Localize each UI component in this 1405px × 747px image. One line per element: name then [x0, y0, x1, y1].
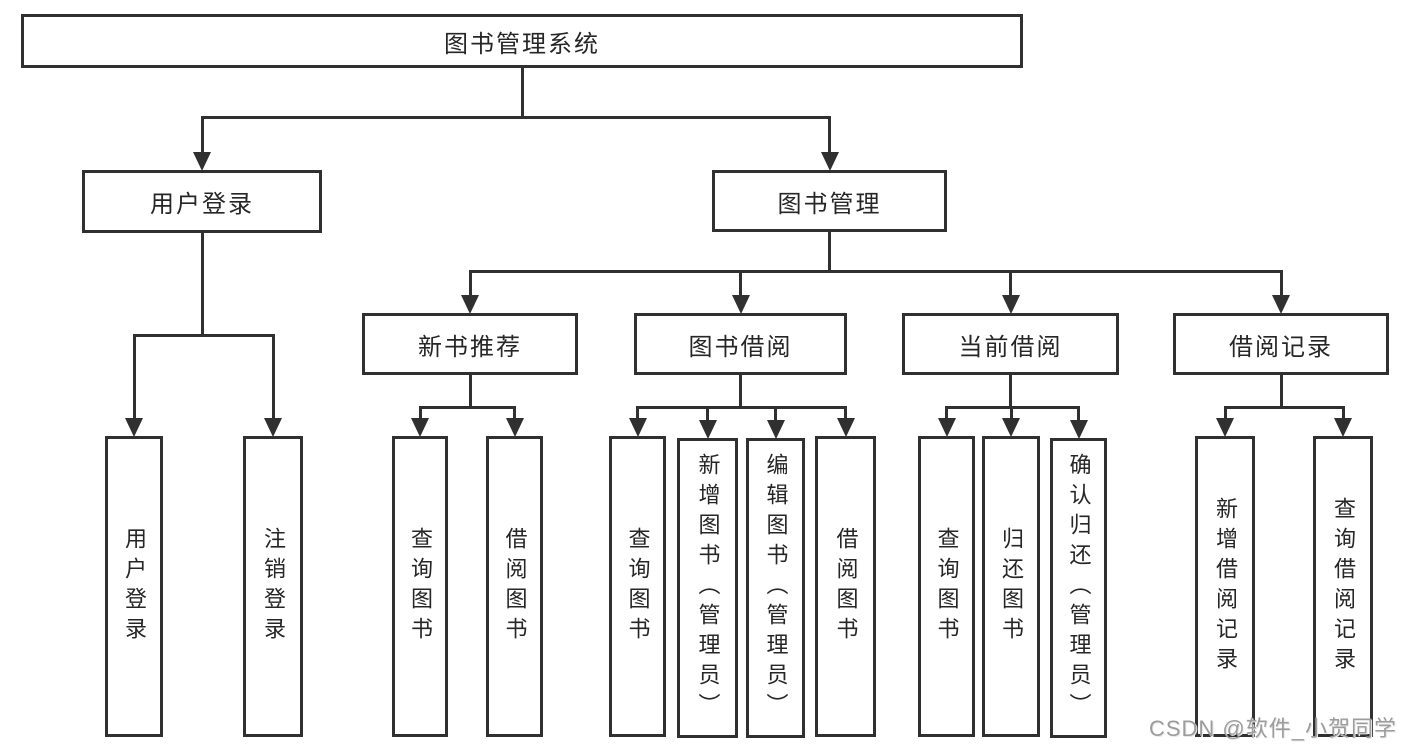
connector-segment — [706, 407, 709, 423]
node-leaf-edit-book: 编辑图书（管理员） — [746, 438, 805, 738]
node-book-management: 图书管理 — [712, 170, 947, 232]
connector-segment — [200, 233, 204, 337]
node-leaf-borrow-book-1: 借阅图书 — [486, 436, 543, 737]
node-label: 查询图书 — [625, 526, 651, 647]
node-new-book-recommend: 新书推荐 — [362, 313, 578, 375]
connector-segment — [828, 232, 831, 273]
arrowhead-down-icon — [628, 418, 647, 437]
node-leaf-add-book: 新增图书（管理员） — [677, 438, 738, 738]
connector-segment — [271, 335, 275, 421]
node-label: 归还图书 — [999, 526, 1024, 647]
node-leaf-query-book-2: 查询图书 — [609, 436, 666, 737]
arrowhead-down-icon — [193, 152, 211, 171]
connector-segment — [828, 117, 831, 155]
connector-segment — [844, 407, 847, 421]
node-label: 确认归还（管理员） — [1066, 453, 1092, 723]
arrowhead-down-icon — [766, 420, 785, 439]
connector-segment — [1279, 375, 1283, 409]
connector-segment — [418, 405, 516, 409]
arrowhead-down-icon — [461, 295, 479, 314]
arrowhead-down-icon — [1001, 295, 1020, 314]
node-label: 图书管理 — [777, 190, 882, 218]
connector-segment — [945, 405, 1080, 409]
node-user-login: 用户登录 — [82, 170, 322, 233]
arrowhead-down-icon — [505, 418, 524, 437]
connector-segment — [468, 375, 472, 409]
node-leaf-logout: 注销登录 — [243, 436, 303, 737]
connector-segment — [1279, 271, 1283, 298]
connector-segment — [200, 117, 204, 155]
arrowhead-down-icon — [1002, 418, 1020, 437]
arrowhead-down-icon — [698, 420, 717, 439]
arrowhead-down-icon — [1334, 418, 1352, 437]
node-label: 借阅图书 — [833, 526, 859, 647]
node-label: 查询图书 — [934, 526, 960, 647]
connector-segment — [636, 407, 639, 421]
arrowhead-down-icon — [1216, 418, 1234, 437]
node-label: 查询借阅记录 — [1331, 496, 1356, 677]
node-leaf-return-book: 归还图书 — [982, 436, 1040, 737]
connector-segment — [945, 407, 948, 421]
connector-segment — [418, 407, 422, 421]
connector-segment — [468, 269, 1283, 273]
node-leaf-confirm-return: 确认归还（管理员） — [1050, 438, 1107, 738]
node-label: 新增图书（管理员） — [695, 453, 721, 723]
connector-segment — [1009, 375, 1012, 409]
connector-segment — [132, 333, 275, 337]
connector-segment — [739, 271, 742, 298]
connector-segment — [636, 405, 847, 409]
node-label: 用户登录 — [150, 191, 254, 218]
connector-segment — [1009, 407, 1013, 421]
node-label: 查询图书 — [408, 526, 433, 647]
node-label: 借阅记录 — [1229, 333, 1333, 361]
arrowhead-down-icon — [1069, 420, 1088, 439]
arrowhead-down-icon — [820, 152, 839, 171]
node-borrow-records: 借阅记录 — [1173, 313, 1389, 375]
node-label: 注销登录 — [261, 526, 286, 647]
csdn-watermark: CSDN @软件_小贺同学 — [1148, 716, 1397, 741]
node-current-borrow: 当前借阅 — [902, 313, 1119, 375]
connector-segment — [132, 335, 136, 421]
connector-segment — [1223, 405, 1345, 409]
node-leaf-query-book-3: 查询图书 — [918, 436, 975, 737]
node-leaf-user-login: 用户登录 — [105, 436, 163, 737]
connector-segment — [1009, 271, 1012, 298]
node-leaf-query-borrow-record: 查询借阅记录 — [1313, 436, 1373, 737]
connector-segment — [1077, 407, 1080, 423]
connector-segment — [468, 271, 472, 298]
connector-segment — [520, 68, 524, 119]
connector-segment — [1223, 407, 1227, 421]
connector-segment — [200, 115, 831, 119]
connector-segment — [774, 407, 777, 423]
arrowhead-down-icon — [937, 418, 956, 437]
node-label: 新书推荐 — [418, 333, 522, 361]
arrowhead-down-icon — [125, 418, 143, 437]
node-leaf-borrow-book-2: 借阅图书 — [815, 436, 876, 737]
node-label: 当前借阅 — [958, 333, 1063, 361]
node-label: 借阅图书 — [502, 526, 528, 647]
connector-segment — [1341, 407, 1345, 421]
node-label: 图书管理系统 — [444, 30, 600, 58]
node-leaf-query-book-1: 查询图书 — [392, 436, 448, 737]
arrowhead-down-icon — [264, 418, 282, 437]
node-root: 图书管理系统 — [21, 14, 1023, 68]
node-label: 图书借阅 — [688, 333, 793, 361]
arrowhead-down-icon — [411, 418, 429, 437]
node-book-borrow: 图书借阅 — [634, 313, 847, 375]
connector-segment — [513, 407, 516, 421]
node-leaf-add-borrow-record: 新增借阅记录 — [1195, 436, 1255, 737]
node-label: 用户登录 — [122, 526, 147, 647]
arrowhead-down-icon — [731, 295, 750, 314]
arrowhead-down-icon — [836, 418, 855, 437]
arrowhead-down-icon — [1272, 295, 1290, 314]
node-label: 新增借阅记录 — [1213, 496, 1238, 677]
node-label: 编辑图书（管理员） — [763, 453, 789, 723]
connector-segment — [739, 375, 742, 409]
